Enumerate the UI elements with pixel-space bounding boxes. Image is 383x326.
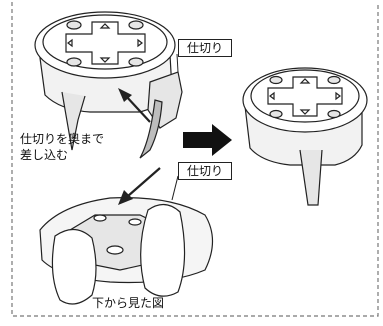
instruction-text-line1: 仕切りを奥まで — [20, 132, 105, 146]
leader-line-top — [176, 53, 179, 73]
bottom-view-unit — [39, 197, 214, 305]
base-unit-before — [34, 11, 176, 151]
bottom-view-caption: 下から見た図 — [92, 296, 165, 310]
leader-line-bottom — [171, 175, 179, 201]
partition-label-top: 仕切り — [178, 39, 233, 57]
instruction-text-line2: 差し込む — [20, 148, 69, 162]
partition-label-bottom: 仕切り — [178, 162, 233, 180]
bottom-arrow — [118, 167, 161, 205]
dashed-frame — [11, 2, 379, 317]
right-arrow — [183, 124, 232, 156]
insert-arrow — [118, 88, 151, 123]
base-unit-after — [242, 67, 368, 206]
